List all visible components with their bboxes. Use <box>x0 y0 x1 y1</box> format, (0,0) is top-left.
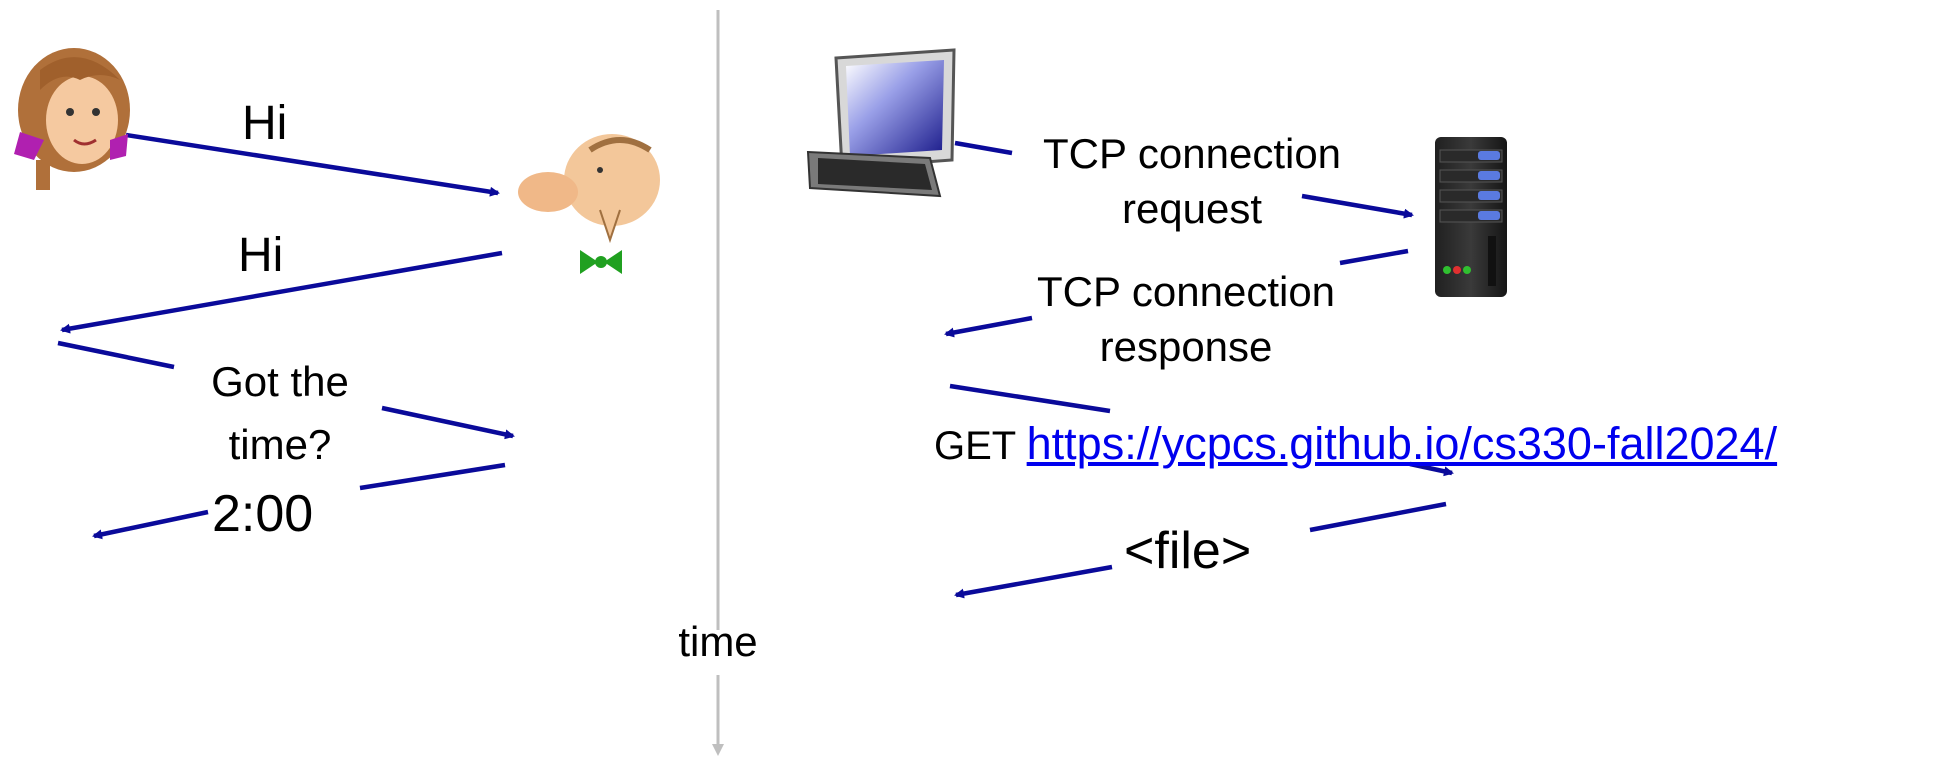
net-arrow-3b <box>1409 461 1454 477</box>
net-message-1: TCP connection request <box>1042 130 1342 232</box>
human-arrow-2 <box>60 250 503 334</box>
net-arrow-3a <box>949 383 1111 414</box>
human-message-2: Hi <box>238 229 284 282</box>
net-arrow-1a <box>954 140 1013 156</box>
timeline-label: time <box>678 618 758 665</box>
get-method: GET <box>934 424 1016 468</box>
human-arrow-4a <box>359 462 506 491</box>
get-url-link[interactable]: https://ycpcs.github.io/cs330-fall2024/ <box>1026 418 1778 469</box>
net-arrow-2a <box>1339 248 1409 266</box>
human-arrow-3a <box>57 340 175 370</box>
man-icon <box>518 134 660 274</box>
human-arrow-4b <box>92 509 209 540</box>
net-arrow-1b <box>1301 193 1414 219</box>
computer-icon <box>806 48 956 198</box>
human-message-4: 2:00 <box>212 485 314 543</box>
human-message-3: Got the time? <box>211 358 349 468</box>
net-message-2: TCP connection response <box>1036 268 1336 370</box>
human-arrow-1 <box>125 132 500 197</box>
get-request-label: GET https://ycpcs.github.io/cs330-fall20… <box>934 418 1777 470</box>
server-icon <box>1435 137 1507 297</box>
human-message-1: Hi <box>242 97 288 150</box>
woman-icon <box>14 48 130 190</box>
net-arrow-4b <box>954 564 1113 599</box>
human-arrow-3b <box>381 405 515 440</box>
net-arrow-2b <box>944 315 1033 338</box>
net-arrow-4a <box>1309 501 1447 533</box>
file-label: <file> <box>1124 522 1252 580</box>
